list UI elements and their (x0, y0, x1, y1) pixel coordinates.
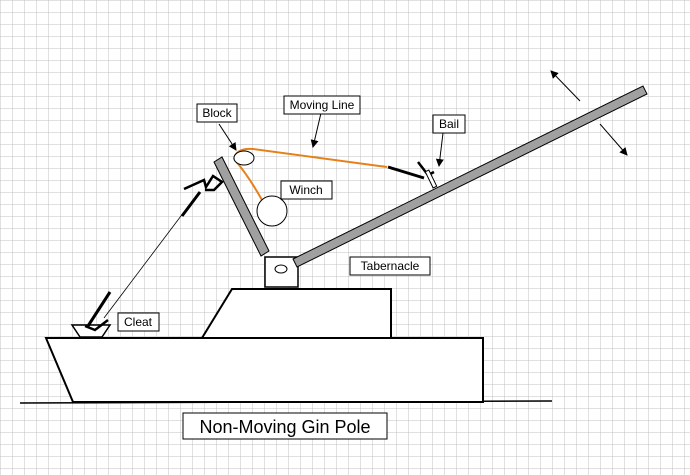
diagram-title: Non-Moving Gin Pole (182, 412, 388, 440)
motion-arrow-up (550, 70, 581, 102)
bail-leader-arrow (435, 132, 444, 167)
svg-text:Bail: Bail (439, 117, 459, 131)
svg-text:Block: Block (202, 106, 232, 120)
block-leader-arrow (218, 123, 237, 151)
mast (292, 85, 648, 268)
bail-fitting (424, 169, 438, 189)
svg-text:Tabernacle: Tabernacle (361, 259, 420, 273)
svg-text:Cleat: Cleat (124, 315, 153, 329)
gin-pole-fitting (183, 174, 224, 192)
stay-thick-lower (86, 291, 112, 327)
label-moving-line: Moving Line (283, 95, 361, 115)
cleat-shape (70, 324, 112, 338)
svg-text:Winch: Winch (289, 183, 322, 197)
label-block: Block (196, 103, 238, 123)
motion-arrow-down (599, 123, 628, 156)
svg-text:Moving Line: Moving Line (290, 98, 355, 112)
gin-pole (213, 156, 270, 257)
tabernacle-pivot (274, 264, 288, 274)
bail-line (387, 165, 425, 180)
block-pulley (233, 150, 255, 166)
stay-thick-upper (180, 191, 202, 217)
moving-line-leader-arrow (310, 112, 322, 148)
svg-text:Non-Moving Gin Pole: Non-Moving Gin Pole (199, 417, 370, 437)
gin-pole-stay (103, 203, 191, 319)
cleat-hook (84, 319, 109, 332)
boat-hull (44, 337, 484, 403)
boat-cabin (200, 288, 392, 339)
label-winch: Winch (280, 180, 333, 200)
label-tabernacle: Tabernacle (349, 256, 431, 276)
label-cleat: Cleat (117, 312, 160, 332)
winch-drum (256, 195, 288, 227)
label-bail: Bail (432, 114, 466, 134)
